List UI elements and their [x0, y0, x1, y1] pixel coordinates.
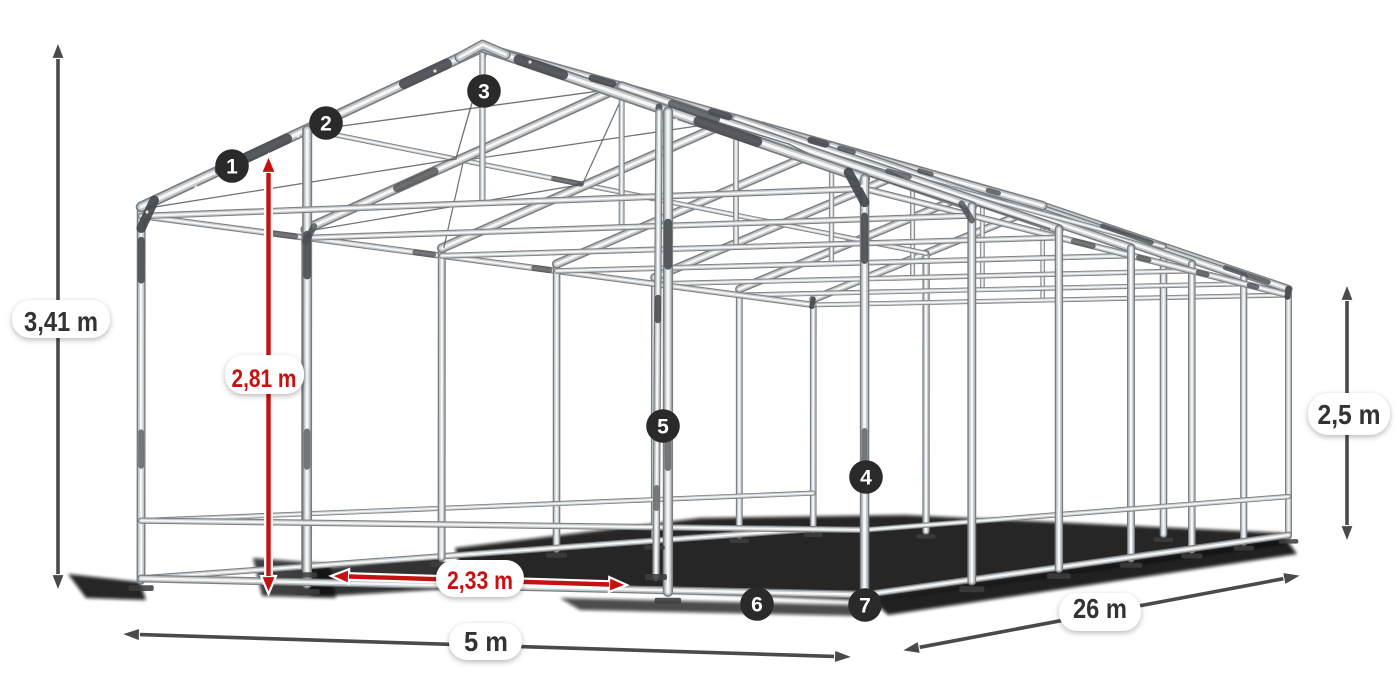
svg-text:3,41 m: 3,41 m: [24, 306, 98, 337]
svg-text:7: 7: [859, 595, 871, 618]
svg-text:2,33 m: 2,33 m: [447, 567, 513, 595]
svg-text:4: 4: [860, 467, 872, 490]
svg-text:2,5 m: 2,5 m: [1318, 399, 1381, 430]
svg-text:5: 5: [657, 416, 669, 439]
svg-text:2: 2: [320, 113, 332, 136]
svg-text:26 m: 26 m: [1073, 593, 1127, 624]
svg-text:3: 3: [478, 81, 490, 104]
svg-text:5 m: 5 m: [464, 626, 508, 657]
svg-text:6: 6: [751, 594, 763, 617]
svg-text:2,81 m: 2,81 m: [232, 365, 297, 393]
svg-text:1: 1: [226, 156, 238, 179]
